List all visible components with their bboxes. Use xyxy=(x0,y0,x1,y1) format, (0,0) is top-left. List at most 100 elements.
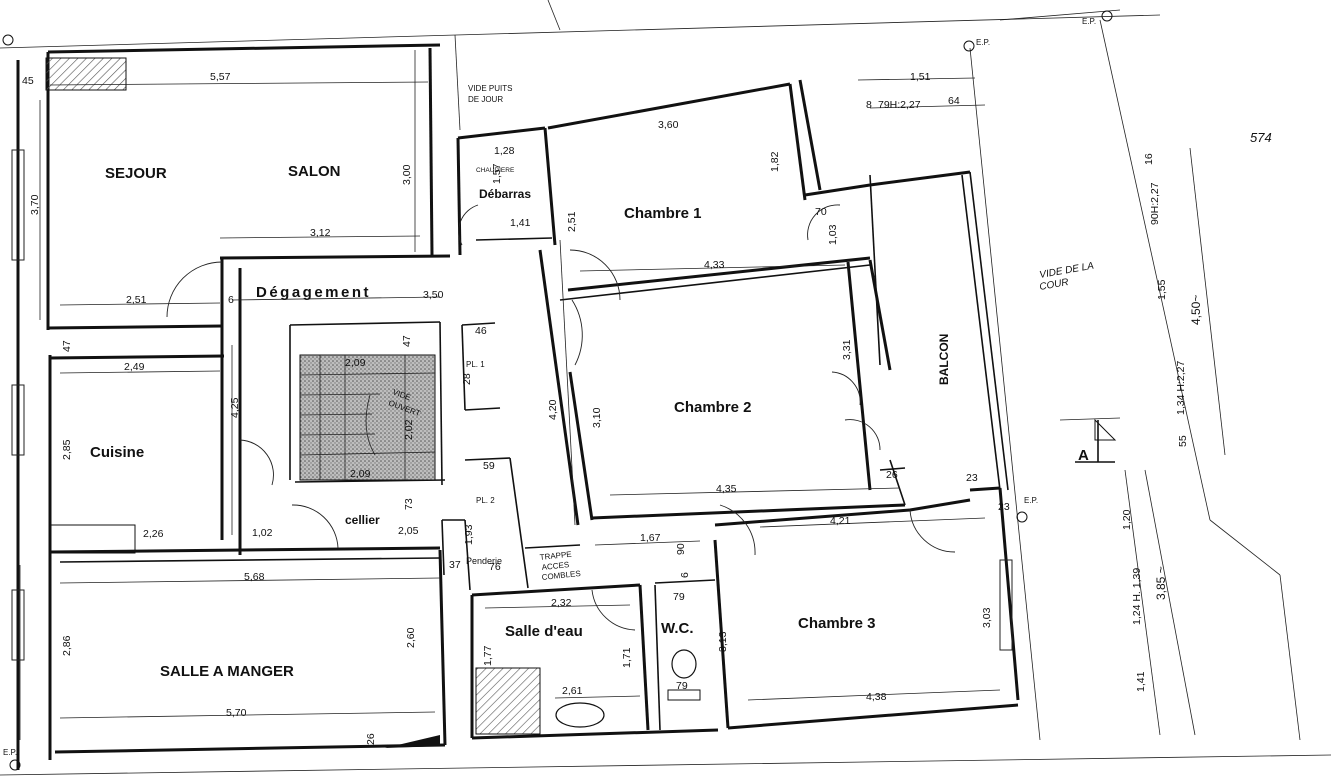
stair-treads xyxy=(299,355,436,480)
dim-label: 2,26 xyxy=(143,528,164,540)
dim-label: 6 xyxy=(679,572,691,578)
bathtub xyxy=(555,702,605,728)
ep-marker-2 xyxy=(1101,10,1113,22)
note-vide-puits-1: VIDE PUITS xyxy=(468,84,512,93)
dim-label: 1,71 xyxy=(621,647,633,668)
room-balcon: BALCON xyxy=(937,334,951,385)
dim-label: 4,20 xyxy=(547,399,559,420)
dim-label: 2,49 xyxy=(124,361,145,373)
section-marker-a xyxy=(1075,418,1117,463)
dim-label: 73 xyxy=(403,498,415,510)
dim-label: 1,03 xyxy=(827,224,839,245)
dim-label: 46 xyxy=(475,325,487,337)
ep-marker-5 xyxy=(2,34,14,46)
dim-label: 79 xyxy=(676,680,688,692)
room-chambre-3: Chambre 3 xyxy=(798,615,876,632)
dim-label: 1,41 xyxy=(510,217,531,229)
room-penderie: Penderie xyxy=(466,556,502,566)
dim-label: 59 xyxy=(483,460,495,472)
stair-void xyxy=(299,354,436,481)
dim-label: 16 xyxy=(1143,153,1155,165)
note-vide-cour-2: COUR xyxy=(1039,277,1070,293)
dim-label: 64 xyxy=(948,95,960,107)
dim-label: 4,25 xyxy=(229,397,241,418)
dim-label: 76 xyxy=(489,561,501,573)
dim-label: 3,50 xyxy=(423,289,444,301)
room-salon: SALON xyxy=(288,163,341,180)
sheet-number: 574 xyxy=(1250,130,1272,145)
note-ep-2: E.P. xyxy=(1082,17,1096,26)
dim-label: 47 xyxy=(61,340,73,352)
dim-label: 28 xyxy=(461,373,473,385)
note-chaudiere: CHAUDIERE xyxy=(476,167,515,174)
dim-label: 2,61 xyxy=(562,685,583,697)
dim-label: 3,12 xyxy=(310,227,331,239)
kitchen-counter xyxy=(49,524,136,554)
dim-label: 5,57 xyxy=(210,71,231,83)
dim-label: 90H:2,27 xyxy=(1149,182,1161,225)
dim-label: 37 xyxy=(449,559,461,571)
dim-label: 3,31 xyxy=(841,339,853,360)
dim-label: 1,77 xyxy=(482,645,494,666)
dim-label: 1,51 xyxy=(910,71,931,83)
ep-marker-1 xyxy=(963,40,975,52)
dim-label: 2,51 xyxy=(566,211,578,232)
walls xyxy=(16,43,1020,770)
dim-label: 1,20 xyxy=(1121,509,1133,530)
dim-label: 70 xyxy=(815,206,827,218)
note-pl2: PL. 2 xyxy=(476,496,495,505)
dim-label: 4,35 xyxy=(716,483,737,495)
dim-label: 55 xyxy=(1177,435,1189,447)
dim-label: 26 xyxy=(365,733,377,745)
dim-label: 3,13 xyxy=(717,631,729,652)
dim-label: 4,50~ xyxy=(1189,295,1203,325)
note-trappe-1: TRAPPE xyxy=(539,550,572,562)
dim-label: 3,03 xyxy=(981,607,993,628)
dim-label: 3,10 xyxy=(591,407,603,428)
dim-label: 45 xyxy=(22,75,34,87)
floor-corner-solid xyxy=(385,735,440,748)
note-ep-1: E.P. xyxy=(976,38,990,47)
note-ep-3: E.P. xyxy=(1024,496,1038,505)
dim-label: 23 xyxy=(966,472,978,484)
ep-marker-3 xyxy=(1016,511,1028,523)
room-degagement: Dégagement xyxy=(256,284,371,301)
room-cellier: cellier xyxy=(345,513,380,527)
note-trappe-2: ACCES xyxy=(541,560,569,572)
room-salle-a-manger: SALLE A MANGER xyxy=(160,663,294,680)
dim-label: 4,21 xyxy=(830,515,851,527)
dim-label: 23 xyxy=(998,501,1010,513)
dim-label: 1,34 H:2,27 xyxy=(1175,361,1187,415)
room-debarras: Débarras xyxy=(479,187,531,201)
windows-left xyxy=(11,149,1013,661)
dim-label: 5,68 xyxy=(244,571,265,583)
section-label-a: A xyxy=(1078,447,1089,464)
dim-label: 26 xyxy=(886,469,898,481)
dim-label: 2,85 xyxy=(61,439,73,460)
dim-label: 1,93 xyxy=(463,524,475,545)
room-salle-eau: Salle d'eau xyxy=(505,623,583,640)
dim-label: 8 xyxy=(866,99,872,111)
dim-label: 1,24 H. 1,39 xyxy=(1131,568,1143,625)
dim-label: 6 xyxy=(228,294,234,306)
dim-label: 3,70 xyxy=(29,194,41,215)
room-sejour: SEJOUR xyxy=(105,165,167,182)
wc-tank xyxy=(667,689,701,701)
dim-label: 2,51 xyxy=(126,294,147,306)
dim-label: 4,33 xyxy=(704,259,725,271)
dim-label: 2,32 xyxy=(551,597,572,609)
dim-label: 2,09 xyxy=(345,357,366,369)
dim-label: 2,86 xyxy=(61,635,73,656)
dimension-labels: 45 5,57 3,70 3,00 3,12 1,28 1,57 1,41 3,… xyxy=(22,71,1203,745)
dim-label: 1,67 xyxy=(640,532,661,544)
note-trappe-3: COMBLES xyxy=(541,569,581,582)
dim-label: 1,28 xyxy=(494,145,515,157)
shower-tray xyxy=(475,667,541,735)
dim-label: 1,41 xyxy=(1135,671,1147,692)
dim-label: 79H:2,27 xyxy=(878,99,921,111)
dim-label: 1,55 xyxy=(1156,279,1168,300)
dim-label: 3,00 xyxy=(401,164,413,185)
note-vide-puits-2: DE JOUR xyxy=(468,95,503,104)
